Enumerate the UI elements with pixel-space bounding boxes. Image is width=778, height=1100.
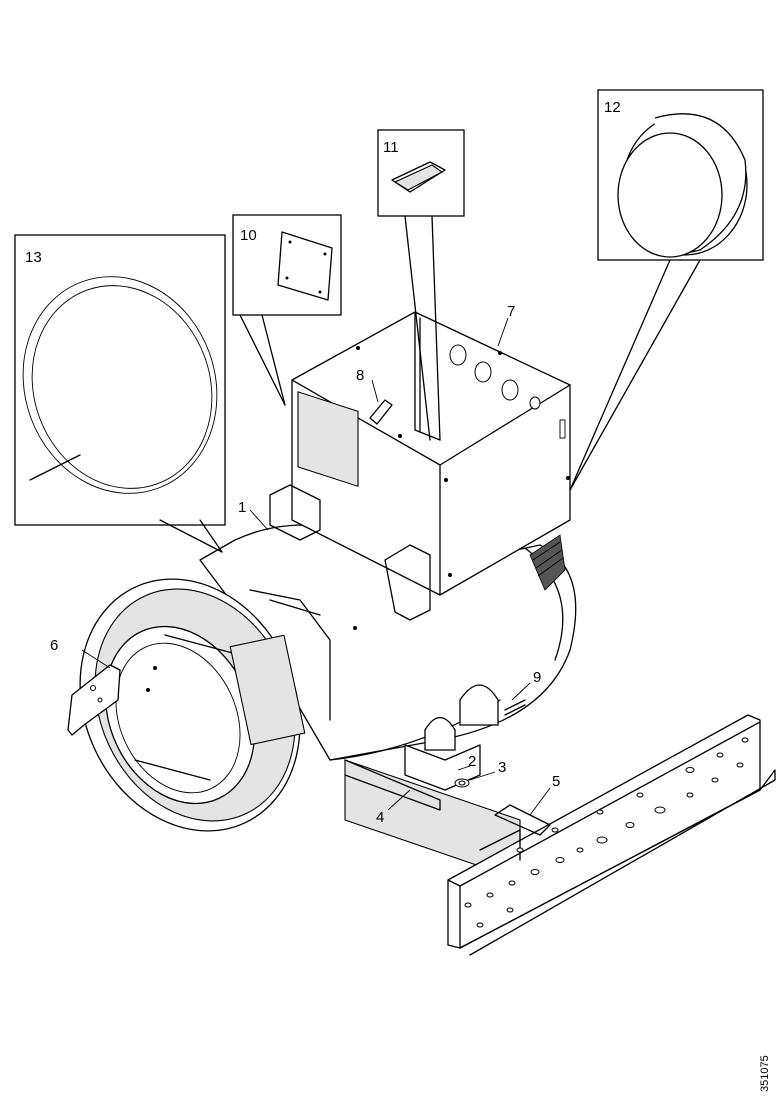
foot-mount	[404, 744, 551, 836]
base-frame-rail	[344, 714, 776, 956]
callout-11: 11	[383, 139, 399, 156]
detail-box-13	[14, 234, 226, 553]
callout-13: 13	[25, 249, 42, 266]
callout-2: 2	[468, 753, 476, 770]
leader-lines	[81, 317, 551, 816]
lifting-bracket-6	[67, 664, 121, 736]
callout-10: 10	[240, 227, 257, 244]
callout-3: 3	[498, 759, 506, 776]
callout-4: 4	[376, 809, 384, 826]
callout-1: 1	[238, 499, 246, 516]
detail-box-12	[569, 89, 764, 491]
detail-box-11	[377, 129, 465, 441]
callout-12: 12	[604, 99, 621, 116]
rail-bolt-holes	[464, 737, 749, 928]
terminal-box-screws	[356, 346, 570, 577]
gland-plate-holes	[449, 344, 541, 410]
detail-box-10	[232, 214, 342, 406]
document-id: 351075	[759, 1055, 771, 1092]
end-bracket	[79, 578, 331, 832]
vent-grille	[529, 534, 566, 591]
callout-9: 9	[533, 669, 541, 686]
terminal-box	[269, 311, 571, 621]
lifting-eyes-9	[424, 684, 526, 751]
callout-6: 6	[50, 637, 58, 654]
callout-8: 8	[356, 367, 364, 384]
callouts: 1 2 3 4 5 6 7 8 9 10 11 12 13	[25, 99, 621, 826]
callout-5: 5	[552, 773, 560, 790]
callout-7: 7	[507, 303, 515, 320]
stud-8	[369, 399, 393, 425]
